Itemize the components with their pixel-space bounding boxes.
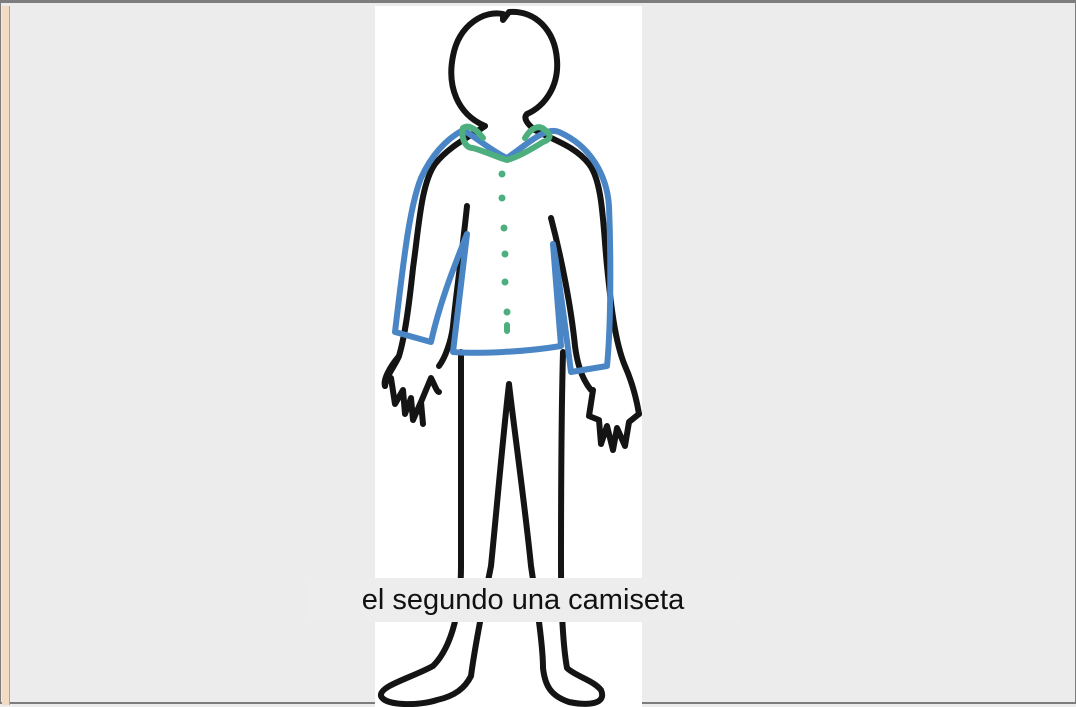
- head-outline: [448, 8, 561, 133]
- subtitle-caption: el segundo una camiseta: [306, 578, 740, 622]
- shirt-outline: [392, 127, 614, 375]
- side-edge-strip: [2, 6, 10, 705]
- person-shirt-illustration: [378, 8, 642, 707]
- left-hand-outline: [382, 353, 442, 427]
- right-inner-arm-outline: [548, 215, 594, 393]
- right-hand-outline: [586, 387, 642, 453]
- legs-outline: [378, 349, 606, 707]
- collar-outline: [459, 123, 553, 163]
- shirt-buttons: [498, 170, 511, 334]
